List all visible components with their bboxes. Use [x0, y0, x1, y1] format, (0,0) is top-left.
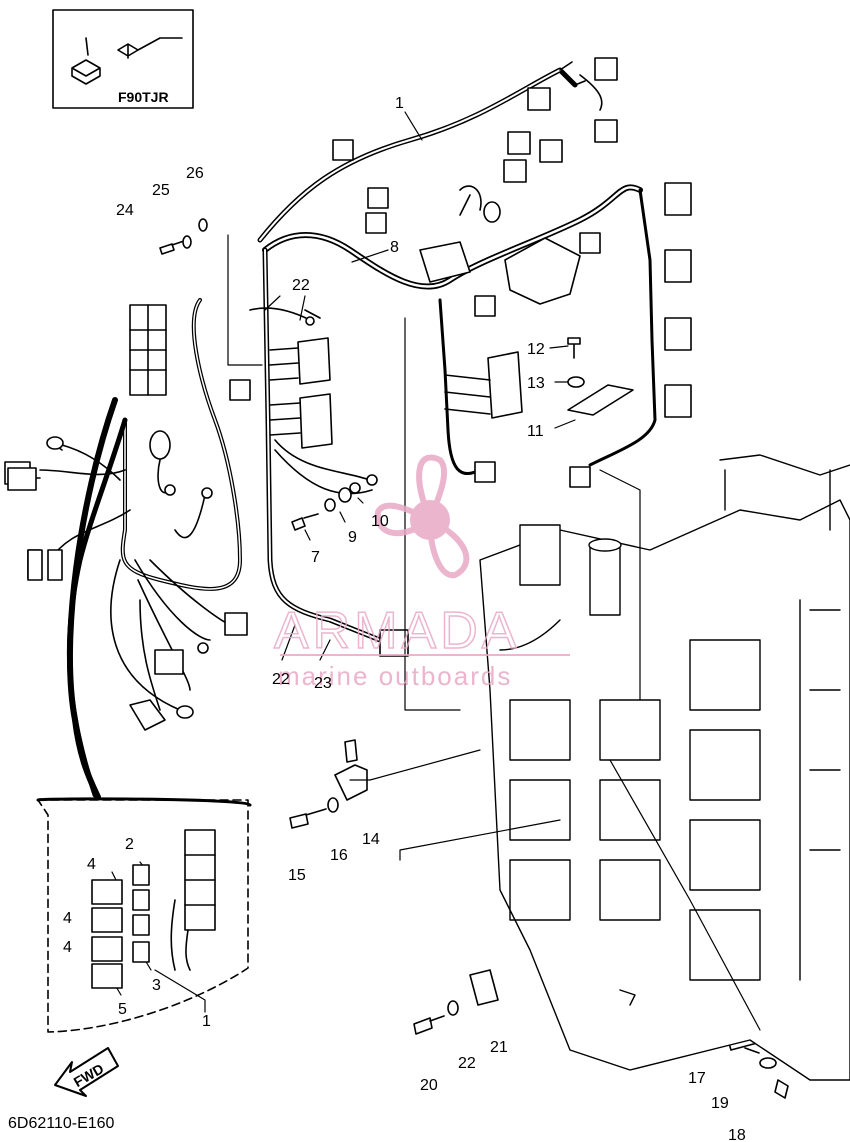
watermark: ARMADA marine outboards: [273, 454, 570, 691]
inset-pointer: [66, 397, 118, 800]
callout-12: 13: [527, 375, 545, 392]
callout-24: 25: [152, 182, 170, 199]
inset-model-label: F90TJR: [118, 89, 169, 105]
callout-20: 20: [420, 1077, 438, 1094]
callout-1-inset: 1: [202, 1013, 211, 1030]
callout-21: 22: [458, 1055, 476, 1072]
callout-4-c: 4: [63, 939, 72, 956]
callout-22-left: 22: [272, 671, 290, 688]
watermark-brand: ARMADA: [274, 602, 520, 660]
fasteners: [159, 218, 789, 1099]
callout-9: 10: [371, 513, 389, 530]
fwd-arrow: [54, 1047, 119, 1097]
wiring-harness: [229, 57, 692, 657]
relay-inset: [36, 797, 252, 1033]
callout-7: 7: [311, 549, 320, 566]
callout-5: 5: [118, 1001, 127, 1018]
callout-10: 11: [527, 423, 544, 440]
left-wiring: [4, 298, 248, 798]
engine-block: [479, 454, 850, 1081]
leader-lines: [111, 111, 761, 1031]
callout-1: 1: [395, 95, 404, 112]
callout-16: 17: [688, 1070, 706, 1087]
callout-15: 16: [330, 847, 348, 864]
callout-6: 8: [390, 239, 399, 256]
callout-4-b: 4: [63, 910, 72, 927]
callout-4-a: 4: [87, 856, 96, 873]
callout-8: 9: [348, 529, 357, 546]
callout-25: 26: [186, 165, 204, 182]
callout-17: 18: [728, 1127, 746, 1142]
callout-13: 14: [362, 831, 380, 848]
callout-22-top: 22: [292, 277, 310, 294]
callout-19: 21: [490, 1039, 508, 1056]
callout-23: 24: [116, 202, 134, 219]
callout-3: 3: [152, 977, 161, 994]
callout-11: 12: [527, 341, 545, 358]
drawing-code: 6D62110-E160: [8, 1115, 115, 1132]
watermark-tagline: marine outboards: [278, 661, 512, 691]
inset-model-box: [52, 9, 194, 109]
callout-14: 15: [288, 867, 306, 884]
callout-18: 19: [711, 1095, 729, 1112]
callout-22-right: 23: [314, 675, 332, 692]
callout-2: 2: [125, 836, 134, 853]
